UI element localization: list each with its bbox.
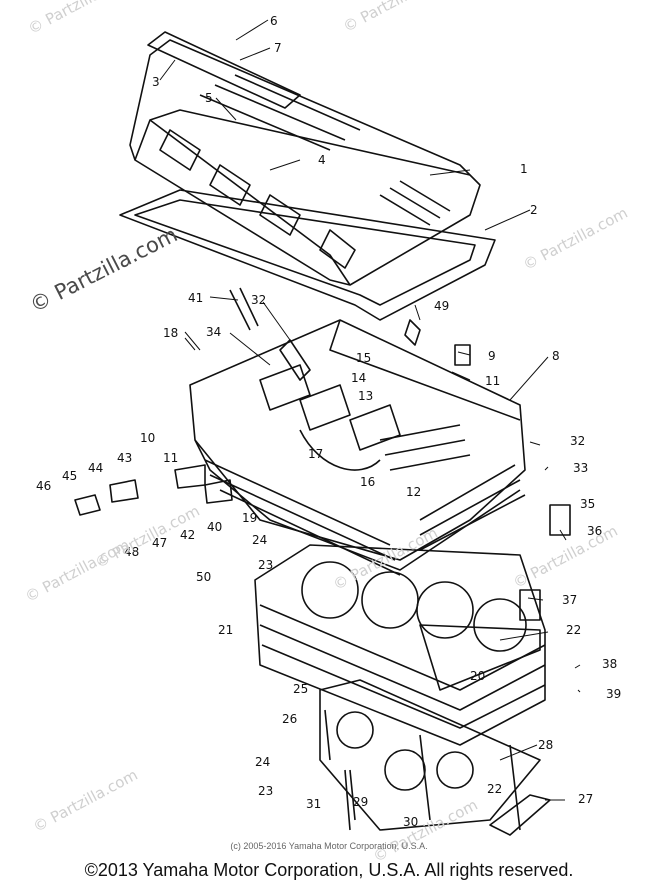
callout-36: 36	[587, 524, 602, 538]
callout-labels: 1 2 3 4 5 6 7 8 9 10 11 11 12 13 14 15 1…	[36, 14, 621, 829]
callout-29: 29	[353, 795, 368, 809]
callout-3: 3	[152, 75, 160, 89]
base-gasket	[319, 679, 541, 831]
callout-43: 43	[117, 451, 132, 465]
callout-18: 18	[163, 326, 178, 340]
callout-23a: 23	[258, 558, 273, 572]
callout-2: 2	[530, 203, 538, 217]
callout-7: 7	[274, 41, 282, 55]
callout-16: 16	[360, 475, 375, 489]
callout-45: 45	[62, 469, 77, 483]
breather-plate	[147, 31, 301, 109]
callout-38: 38	[602, 657, 617, 671]
callout-23b: 23	[258, 784, 273, 798]
callout-44: 44	[88, 461, 103, 475]
callout-26: 26	[282, 712, 297, 726]
callout-24a: 24	[252, 533, 267, 547]
callout-42: 42	[180, 528, 195, 542]
cover-gasket	[119, 189, 496, 321]
callout-40: 40	[207, 520, 222, 534]
callout-13: 13	[358, 389, 373, 403]
callout-20: 20	[470, 669, 485, 683]
callout-49: 49	[434, 299, 449, 313]
cylinder-head	[189, 319, 526, 576]
callout-11a: 11	[485, 374, 500, 388]
callout-9: 9	[488, 349, 496, 363]
callout-24b: 24	[255, 755, 270, 769]
callout-34: 34	[206, 325, 221, 339]
callout-21: 21	[218, 623, 233, 637]
callout-32b: 32	[570, 434, 585, 448]
callout-25: 25	[293, 682, 308, 696]
callout-37: 37	[562, 593, 577, 607]
callout-4: 4	[318, 153, 326, 167]
callout-5: 5	[205, 91, 213, 105]
callout-48: 48	[124, 545, 139, 559]
callout-10: 10	[140, 431, 155, 445]
callout-39: 39	[606, 687, 621, 701]
callout-14: 14	[351, 371, 366, 385]
callout-11b: 11	[163, 451, 178, 465]
stud-bolts	[324, 709, 521, 831]
callout-33: 33	[573, 461, 588, 475]
callout-27: 27	[578, 792, 593, 806]
callout-47: 47	[152, 536, 167, 550]
copyright-small: (c) 2005-2016 Yamaha Motor Corporation, …	[230, 841, 428, 851]
callout-30: 30	[403, 815, 418, 829]
callout-19: 19	[242, 511, 257, 525]
cylinder-block	[254, 544, 546, 746]
copyright-footer: ©2013 Yamaha Motor Corporation, U.S.A. A…	[84, 860, 574, 880]
callout-50: 50	[196, 570, 211, 584]
callout-35: 35	[580, 497, 595, 511]
callout-22a: 22	[566, 623, 581, 637]
callout-22b: 22	[487, 782, 502, 796]
callout-8: 8	[552, 349, 560, 363]
callout-31: 31	[306, 797, 321, 811]
callout-46: 46	[36, 479, 51, 493]
callout-17: 17	[308, 447, 323, 461]
callout-12: 12	[406, 485, 421, 499]
callout-28: 28	[538, 738, 553, 752]
cam-cover	[129, 39, 481, 286]
callout-1: 1	[520, 162, 528, 176]
callout-41: 41	[188, 291, 203, 305]
callout-6: 6	[270, 14, 278, 28]
callout-15: 15	[356, 351, 371, 365]
callout-32a: 32	[251, 293, 266, 307]
